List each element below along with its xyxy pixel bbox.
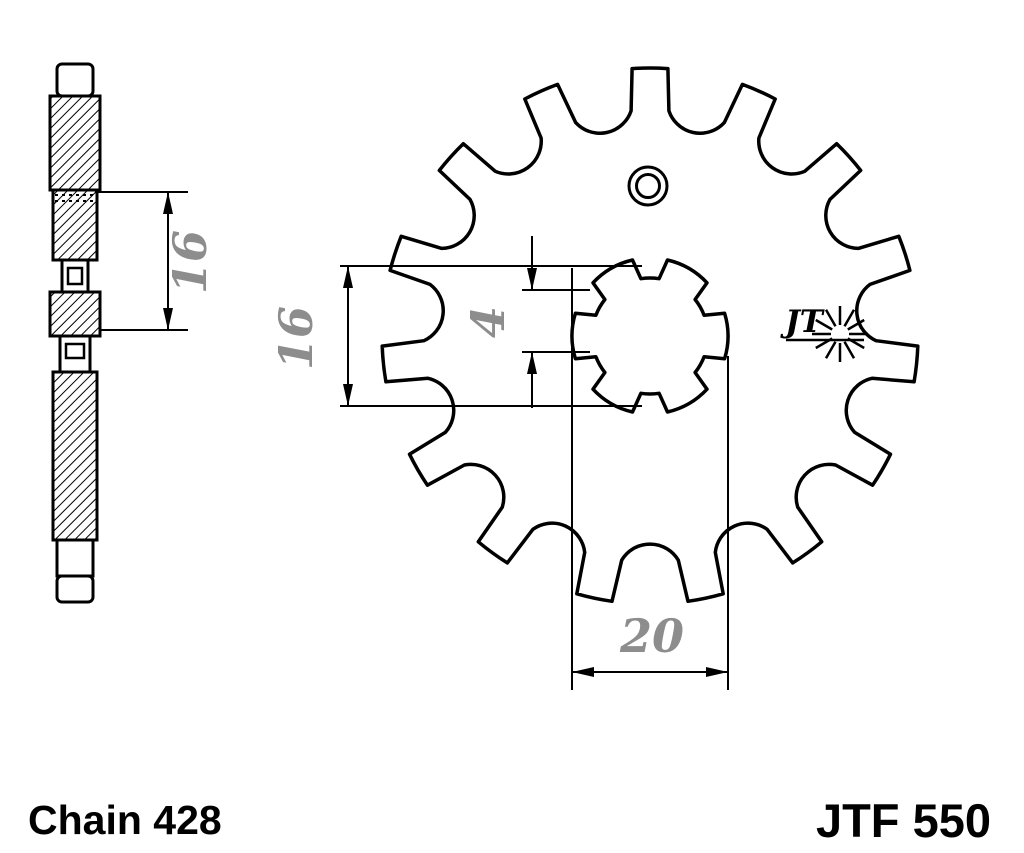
mount-hole-inner-circle xyxy=(635,173,661,199)
caption-chain-size: Chain 428 xyxy=(28,797,222,843)
spline-bore-outline xyxy=(570,258,730,414)
jt-logo: JT xyxy=(780,304,868,362)
dimension-label-4: 4 xyxy=(461,306,515,338)
caption-part-number: JTF 550 xyxy=(816,794,991,847)
dimension-label-16-side: 16 xyxy=(163,230,217,294)
sprocket-front-view xyxy=(380,66,920,604)
dimension-label-20: 20 xyxy=(619,609,684,663)
dimension-label-16-front: 16 xyxy=(269,306,323,370)
dimension-lines xyxy=(95,191,729,690)
sprocket-side-view xyxy=(48,62,102,604)
